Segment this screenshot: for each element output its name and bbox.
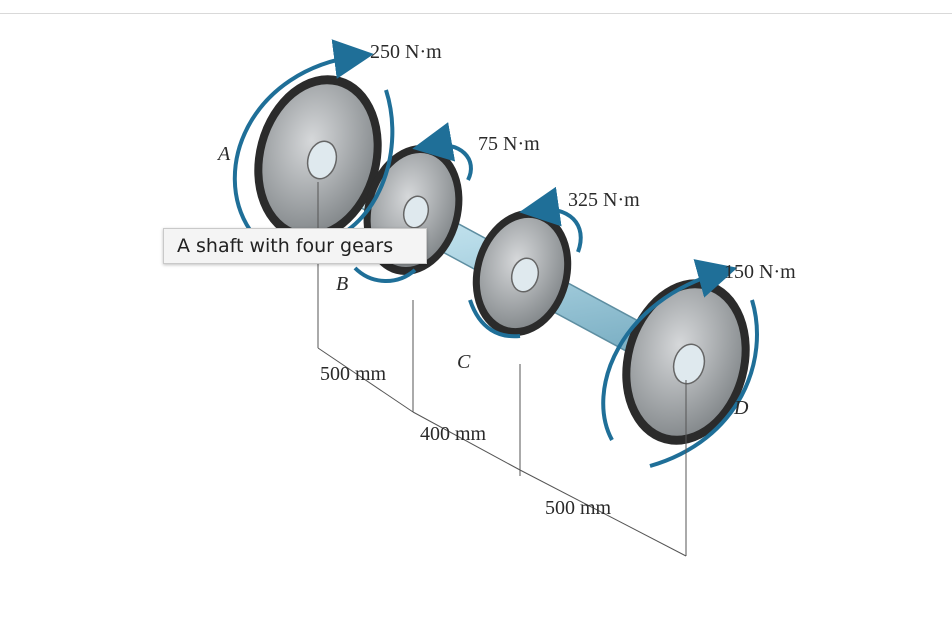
torque-arrow-b (412, 122, 473, 181)
torque-label-d: 150 N·m (724, 261, 796, 283)
torque-arrow-d-lower (649, 299, 759, 468)
dim-line-ab (317, 347, 414, 413)
torque-arrow-c-lower (468, 299, 521, 339)
dimension-label-ab: 500 mm (320, 363, 387, 385)
dimension-label-cd: 500 mm (545, 497, 612, 519)
image-alt-tooltip: A shaft with four gears (163, 228, 427, 264)
torque-label-b: 75 N·m (478, 133, 540, 155)
gear-d (622, 279, 750, 445)
torque-label-c: 325 N·m (568, 189, 640, 211)
gear-label-a: A (216, 143, 231, 165)
torque-arrow-b-lower (353, 266, 417, 283)
torque-arrow-c (519, 186, 583, 253)
gear-label-d: D (733, 397, 749, 419)
gear-label-c: C (457, 351, 471, 373)
dim-line-cd (519, 469, 687, 557)
dimension-label-bc: 400 mm (420, 423, 487, 445)
dim-line-bc (412, 411, 521, 471)
torque-label-a: 250 N·m (370, 41, 442, 63)
gear-a (254, 75, 382, 241)
torque-arrow-d (601, 259, 738, 441)
gear-c (472, 209, 572, 337)
top-divider (0, 13, 952, 14)
torque-arrow-a (232, 39, 374, 232)
gear-label-b: B (336, 273, 348, 295)
